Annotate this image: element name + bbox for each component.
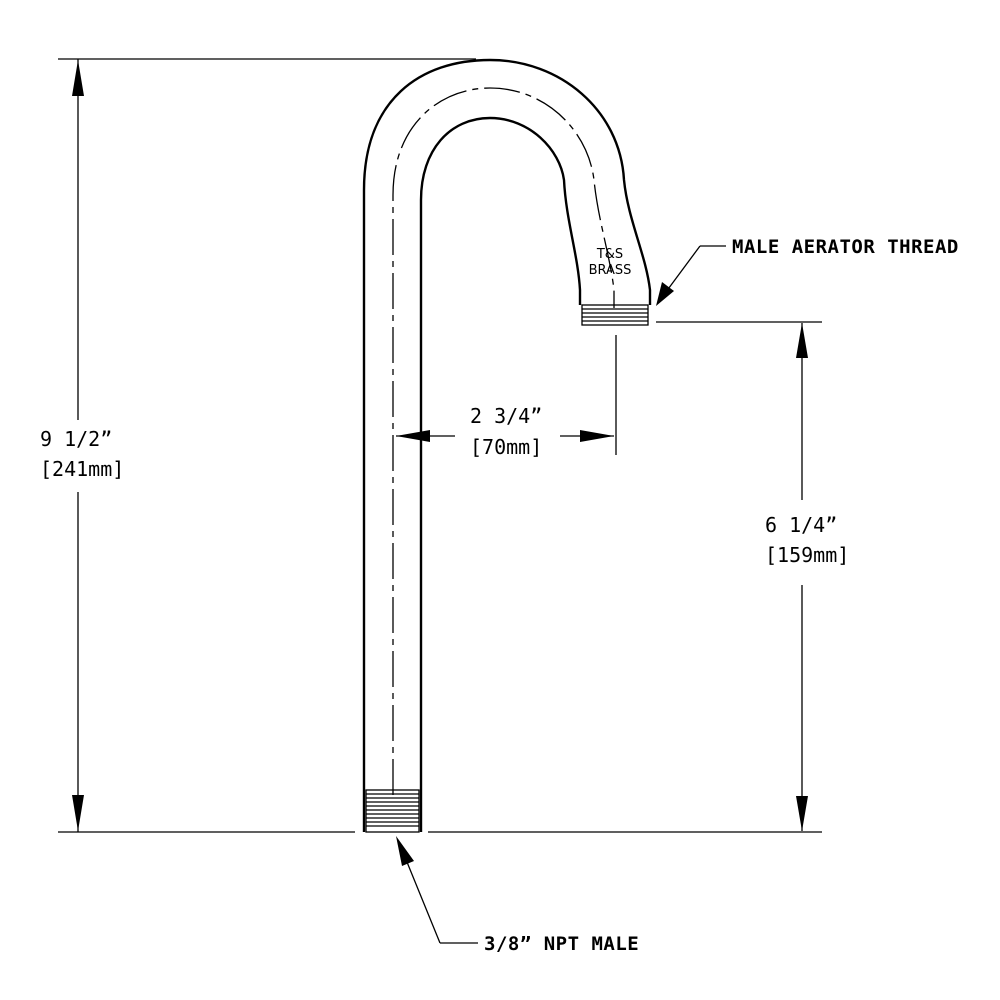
aerator-thread-label: MALE AERATOR THREAD [732,236,959,258]
npt-male-callout: 3/8” NPT MALE [396,836,639,955]
spout-reach-dimension: 2 3/4” [70mm] [396,404,614,459]
spout-outer-outline [362,58,652,832]
npt-male-label: 3/8” NPT MALE [484,933,639,955]
npt-thread [365,789,420,833]
overall-height-metric: [241mm] [40,457,124,481]
overall-height-imperial: 9 1/2” [40,427,112,451]
outlet-height-dimension: 6 1/4” [159mm] [765,323,849,831]
outlet-height-metric: [159mm] [765,543,849,567]
spout-reach-imperial: 2 3/4” [470,404,542,428]
stamp-line-1: T&S [596,247,623,262]
spout-inner-outline [419,116,582,832]
extension-lines [58,58,822,833]
gooseneck-spout: T&S BRASS [362,58,652,833]
spout-centerline [392,87,615,795]
outlet-height-imperial: 6 1/4” [765,513,837,537]
spout-reach-metric: [70mm] [470,435,542,459]
aerator-thread-callout: MALE AERATOR THREAD [656,236,959,306]
overall-height-dimension: 9 1/2” [241mm] [40,59,124,832]
aerator-thread [581,304,649,326]
stamp-line-2: BRASS [589,263,632,278]
